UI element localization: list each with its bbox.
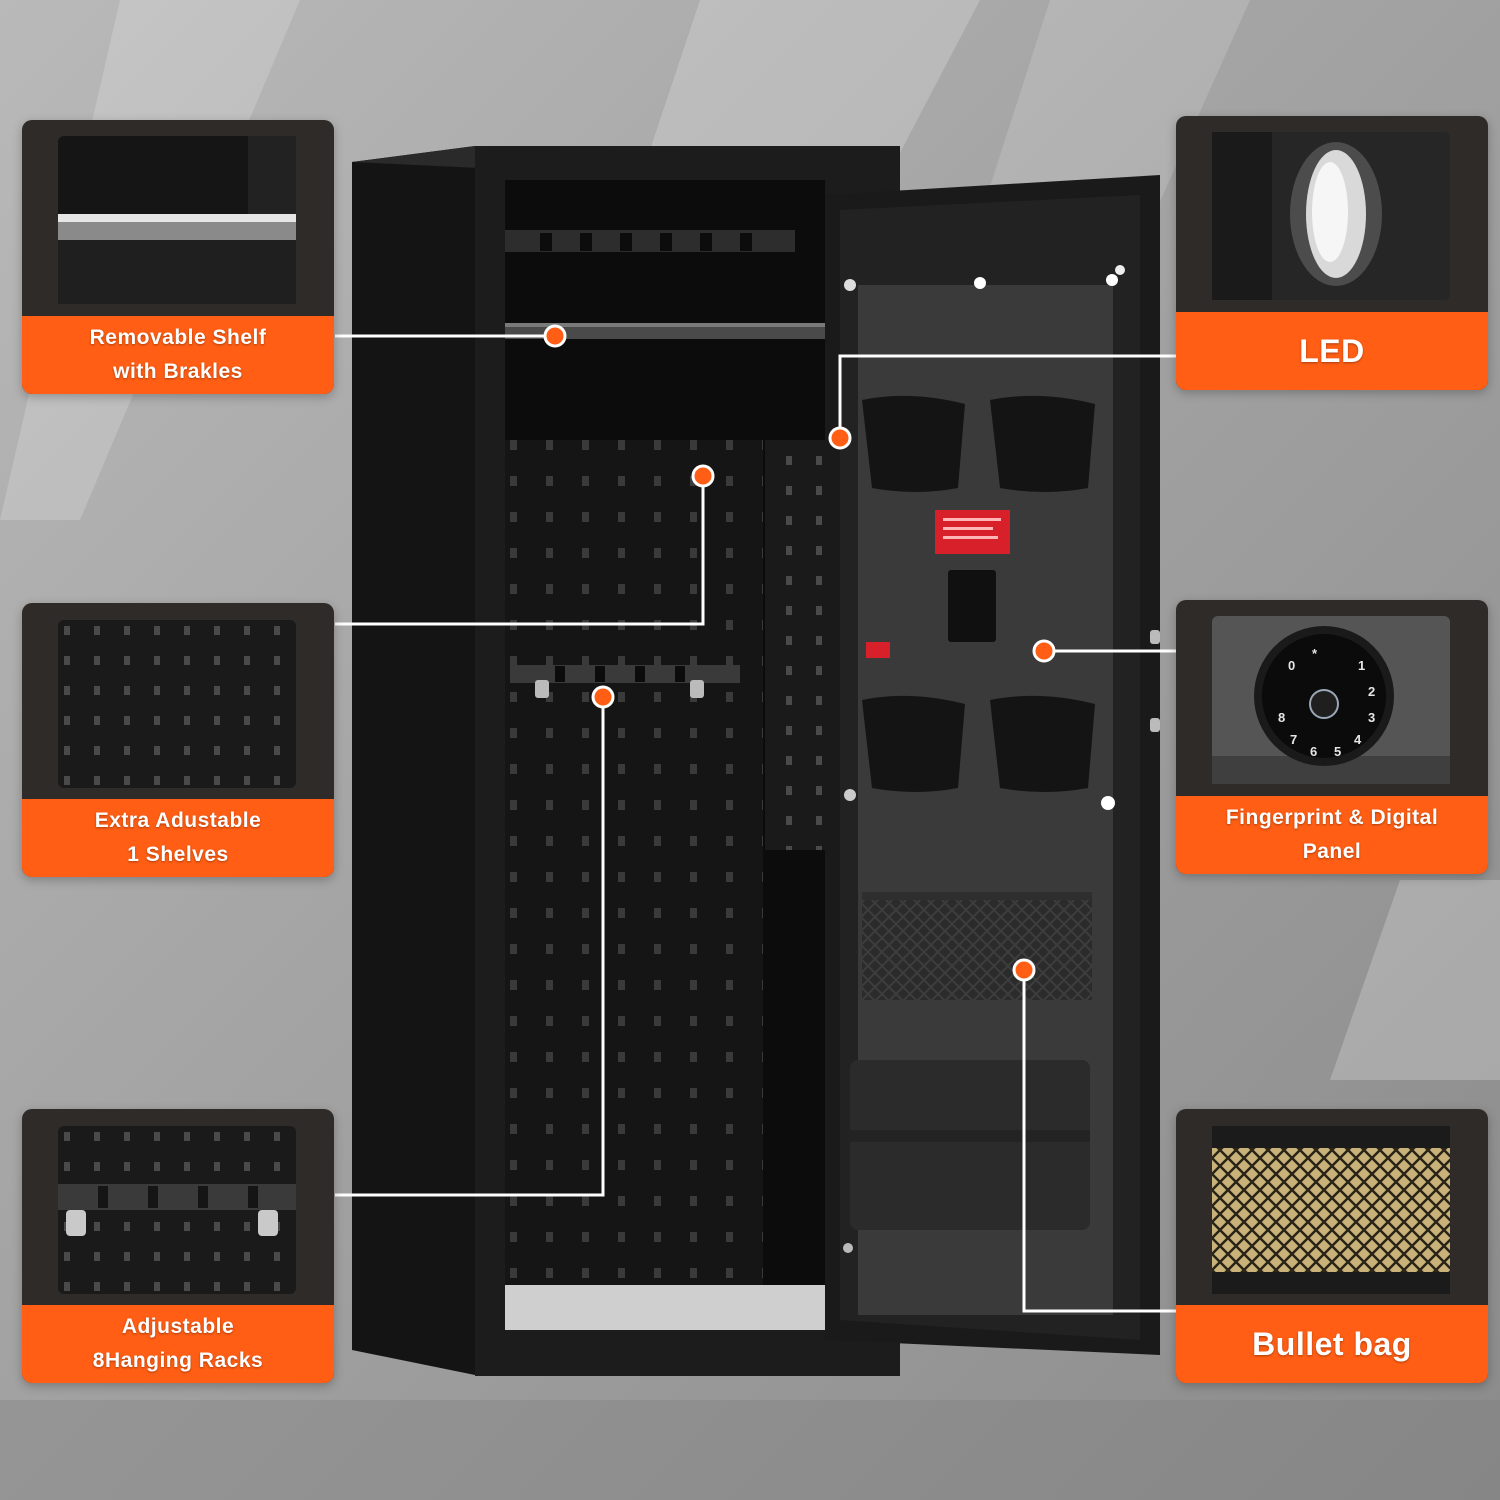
feature-label-line: Panel (1302, 840, 1362, 863)
feature-label-hanging-racks: Adjustable 8Hanging Racks (22, 1305, 334, 1383)
feature-card-extra-shelves: Extra Adustable 1 Shelves (22, 603, 334, 877)
feature-card-led: LED (1176, 116, 1488, 390)
feature-label-bullet-bag: Bullet bag (1176, 1305, 1488, 1383)
keypad-key-6: 6 (1310, 744, 1318, 759)
feature-label-line: Extra Adustable (94, 809, 262, 832)
feature-label-line: Bullet bag (1252, 1326, 1412, 1362)
keypad-overlay: 0 * 1 2 3 4 5 6 7 8 (1254, 626, 1394, 766)
feature-label-line: LED (1299, 333, 1365, 369)
feature-label-line: with Brakles (113, 360, 243, 383)
feature-label-led: LED (1176, 312, 1488, 390)
keypad-key-1: 1 (1358, 658, 1366, 673)
feature-label-fingerprint: Fingerprint & Digital Panel (1176, 796, 1488, 874)
keypad-key-star: * (1312, 646, 1318, 661)
feature-label-line: Adjustable (121, 1315, 235, 1338)
keypad-key-7: 7 (1290, 732, 1298, 747)
feature-label-line: 1 Shelves (127, 843, 229, 866)
keypad-key-5: 5 (1334, 744, 1342, 759)
feature-label-line: 8Hanging Racks (92, 1349, 264, 1372)
keypad-key-0: 0 (1288, 658, 1296, 673)
feature-card-removable-shelf: Removable Shelf with Brakles (22, 120, 334, 394)
feature-label-extra-shelves: Extra Adustable 1 Shelves (22, 799, 334, 877)
feature-card-hanging-racks: Adjustable 8Hanging Racks (22, 1109, 334, 1383)
feature-label-line: Fingerprint & Digital (1225, 806, 1439, 829)
keypad-key-4: 4 (1354, 732, 1362, 747)
keypad-key-8: 8 (1278, 710, 1286, 725)
feature-label-line: Removable Shelf (89, 326, 267, 349)
feature-card-bullet-bag: Bullet bag (1176, 1109, 1488, 1383)
keypad-key-3: 3 (1368, 710, 1376, 725)
feature-label-removable-shelf: Removable Shelf with Brakles (22, 316, 334, 394)
keypad-key-2: 2 (1368, 684, 1376, 699)
